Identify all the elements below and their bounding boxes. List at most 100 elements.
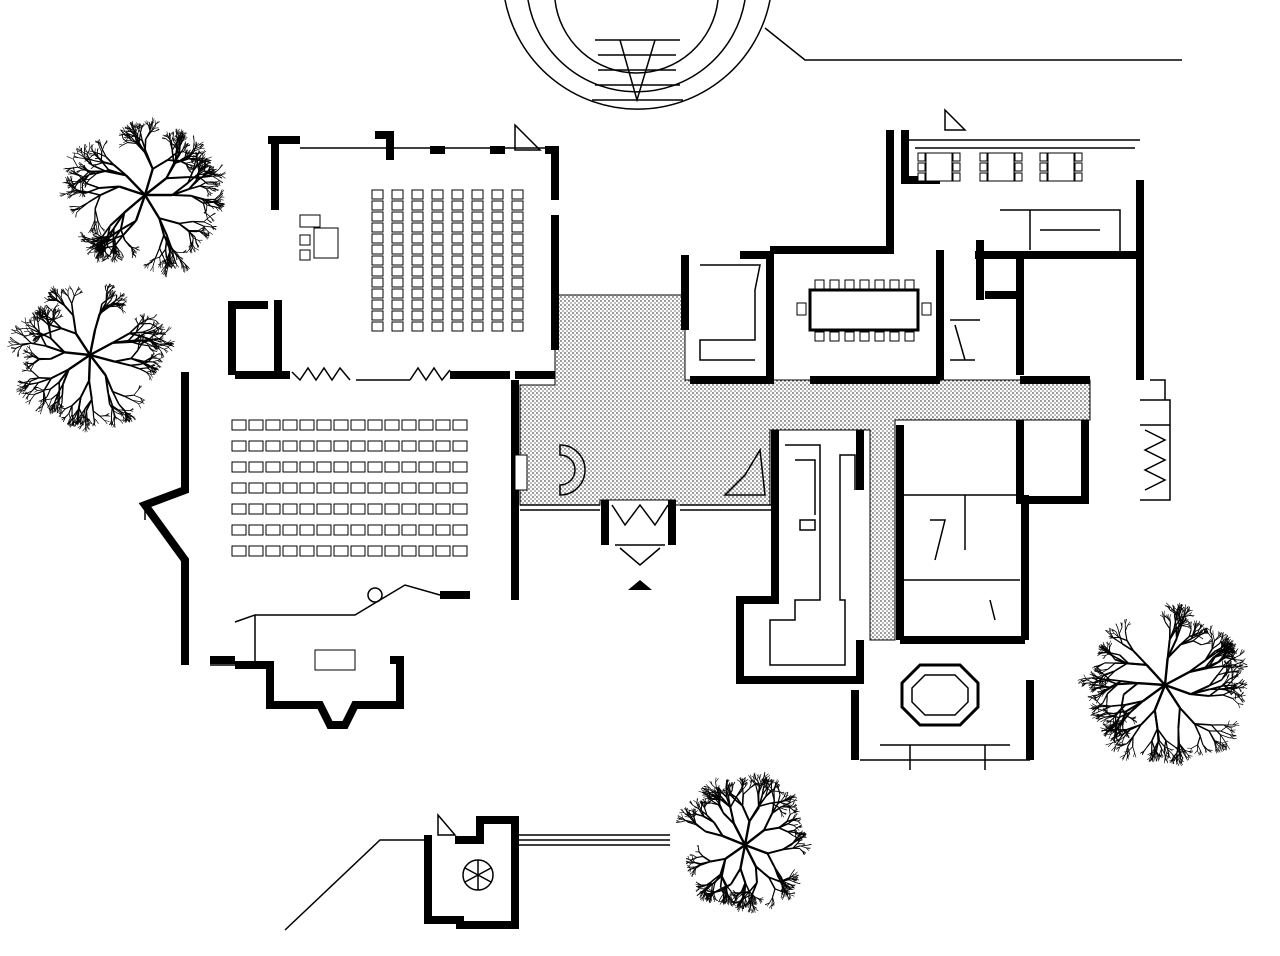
seat (451, 200, 464, 211)
seat (491, 321, 504, 332)
seat (401, 440, 417, 452)
seat (299, 419, 315, 431)
seat (431, 200, 444, 211)
seat (452, 524, 468, 536)
seat (391, 222, 404, 233)
chair (796, 302, 807, 316)
main-entrance (520, 500, 775, 590)
seat (471, 233, 484, 244)
seat (333, 461, 349, 473)
seat (418, 482, 434, 494)
seat (371, 244, 384, 255)
seat (471, 222, 484, 233)
seat (316, 524, 332, 536)
tree (59, 117, 226, 278)
seat (471, 211, 484, 222)
seat (471, 288, 484, 299)
seat (371, 233, 384, 244)
seat (431, 255, 444, 266)
seat (371, 310, 384, 321)
seat (391, 244, 404, 255)
seat (511, 189, 524, 200)
seat (511, 310, 524, 321)
seat (265, 419, 281, 431)
seat (411, 211, 424, 222)
seat (491, 255, 504, 266)
seat (350, 545, 366, 557)
chair (952, 152, 961, 162)
chair (952, 172, 961, 182)
seat (431, 299, 444, 310)
seat (451, 321, 464, 332)
seat (333, 503, 349, 515)
seat (265, 440, 281, 452)
seat (367, 419, 383, 431)
tree (675, 771, 812, 914)
seat (265, 461, 281, 473)
chair (874, 331, 885, 342)
seat (511, 211, 524, 222)
seat (451, 288, 464, 299)
chair (979, 162, 988, 172)
seat (471, 321, 484, 332)
seat (248, 419, 264, 431)
seat (471, 244, 484, 255)
seat (350, 524, 366, 536)
seat (391, 277, 404, 288)
seat (451, 222, 464, 233)
seat (299, 503, 315, 515)
seat (401, 461, 417, 473)
seat (299, 545, 315, 557)
seat (511, 299, 524, 310)
seat (411, 233, 424, 244)
chair (844, 279, 855, 290)
seat (411, 299, 424, 310)
seat (371, 200, 384, 211)
seat (452, 419, 468, 431)
seat (350, 419, 366, 431)
stair-tower (284, 812, 670, 931)
seat (367, 440, 383, 452)
seat (371, 288, 384, 299)
seat (333, 482, 349, 494)
seat (248, 545, 264, 557)
seat (391, 233, 404, 244)
seat (384, 440, 400, 452)
seat (435, 524, 451, 536)
seat (391, 255, 404, 266)
seat (401, 503, 417, 515)
seat (451, 299, 464, 310)
seat (248, 440, 264, 452)
seat (491, 244, 504, 255)
chair (1039, 162, 1048, 172)
seat (491, 299, 504, 310)
chair (859, 331, 870, 342)
seat (511, 244, 524, 255)
seat (391, 211, 404, 222)
seat (511, 255, 524, 266)
seat (418, 524, 434, 536)
seat (371, 321, 384, 332)
seat (333, 419, 349, 431)
seat (418, 440, 434, 452)
seat (248, 524, 264, 536)
seat (231, 545, 247, 557)
tree (7, 283, 175, 433)
seat (452, 482, 468, 494)
seat (391, 321, 404, 332)
chair (829, 331, 840, 342)
seat (231, 503, 247, 515)
seat (367, 545, 383, 557)
seat (384, 524, 400, 536)
chair (814, 279, 825, 290)
chair (979, 152, 988, 162)
seat (299, 440, 315, 452)
seat (401, 545, 417, 557)
seat (299, 482, 315, 494)
seat (316, 419, 332, 431)
seat (451, 244, 464, 255)
seat (411, 266, 424, 277)
seat (282, 440, 298, 452)
seat (431, 211, 444, 222)
chair (917, 152, 926, 162)
